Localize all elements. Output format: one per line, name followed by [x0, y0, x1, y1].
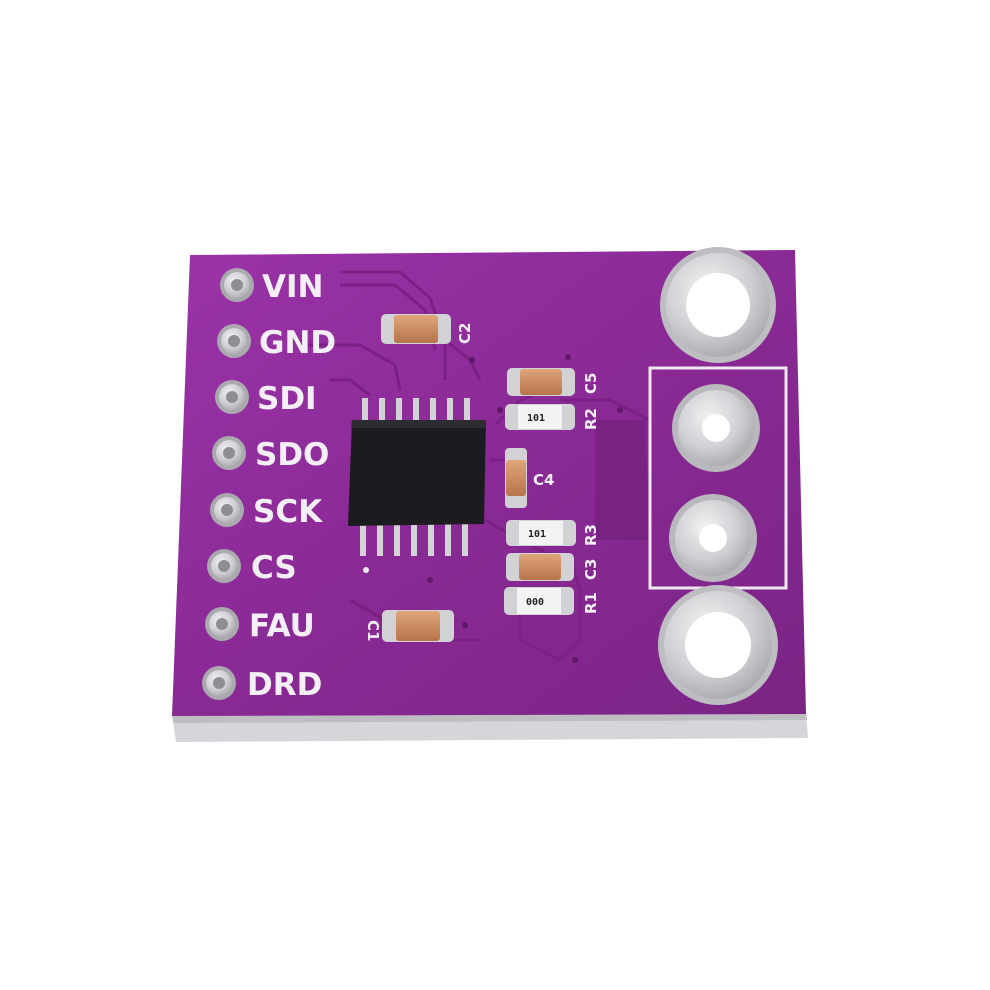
resistor-r3-code: 101 — [528, 529, 546, 540]
capacitor-c3 — [506, 553, 574, 581]
ground-plane — [595, 420, 650, 540]
pin-pad-gnd — [217, 324, 251, 358]
pin-label-gnd: GND — [259, 325, 336, 361]
mounting-hole-top — [660, 247, 776, 363]
pin-labels: VIN GND SDI SDO SCK CS FAU DRD — [247, 269, 336, 703]
resistor-r2-code: 101 — [527, 413, 545, 424]
capacitor-c2 — [381, 314, 451, 344]
pin-label-sck: SCK — [253, 494, 323, 530]
ref-c5: C5 — [582, 373, 600, 394]
ref-r3: R3 — [582, 524, 600, 546]
pin-label-cs: CS — [251, 550, 297, 586]
pin-pad-drd — [202, 666, 236, 700]
pin-label-sdi: SDI — [257, 381, 317, 417]
resistor-r3: 101 — [506, 520, 576, 546]
pin-pad-sck — [210, 493, 244, 527]
capacitor-c5 — [507, 368, 575, 396]
ref-r1: R1 — [582, 592, 600, 614]
ref-c3: C3 — [582, 559, 600, 580]
capacitor-c1 — [382, 610, 454, 642]
reference-designators: C2 C5 R2 C4 R3 C3 R1 C1 — [364, 323, 600, 642]
connector-hole-1 — [672, 384, 760, 472]
pin-pads — [202, 268, 254, 700]
pin-pad-sdi — [215, 380, 249, 414]
ref-c1: C1 — [364, 620, 382, 641]
ref-c4: C4 — [533, 471, 554, 489]
connector-hole-2 — [669, 494, 757, 582]
capacitor-c4 — [505, 448, 527, 508]
pin-pad-cs — [207, 549, 241, 583]
pcb-board — [172, 250, 808, 742]
pin-pad-vin — [220, 268, 254, 302]
ref-c2: C2 — [456, 323, 474, 344]
pin-label-drd: DRD — [247, 667, 322, 703]
pin-label-fau: FAU — [249, 608, 315, 644]
mounting-hole-bottom — [658, 585, 778, 705]
resistor-r1: 000 — [504, 587, 574, 615]
pin-pad-fau — [205, 607, 239, 641]
resistor-r2: 101 — [505, 404, 575, 430]
pin-label-sdo: SDO — [255, 437, 329, 473]
resistor-r1-code: 000 — [526, 597, 544, 608]
ic-chip — [348, 398, 486, 573]
ref-r2: R2 — [582, 408, 600, 430]
pin-label-vin: VIN — [262, 269, 323, 305]
pin-pad-sdo — [212, 436, 246, 470]
